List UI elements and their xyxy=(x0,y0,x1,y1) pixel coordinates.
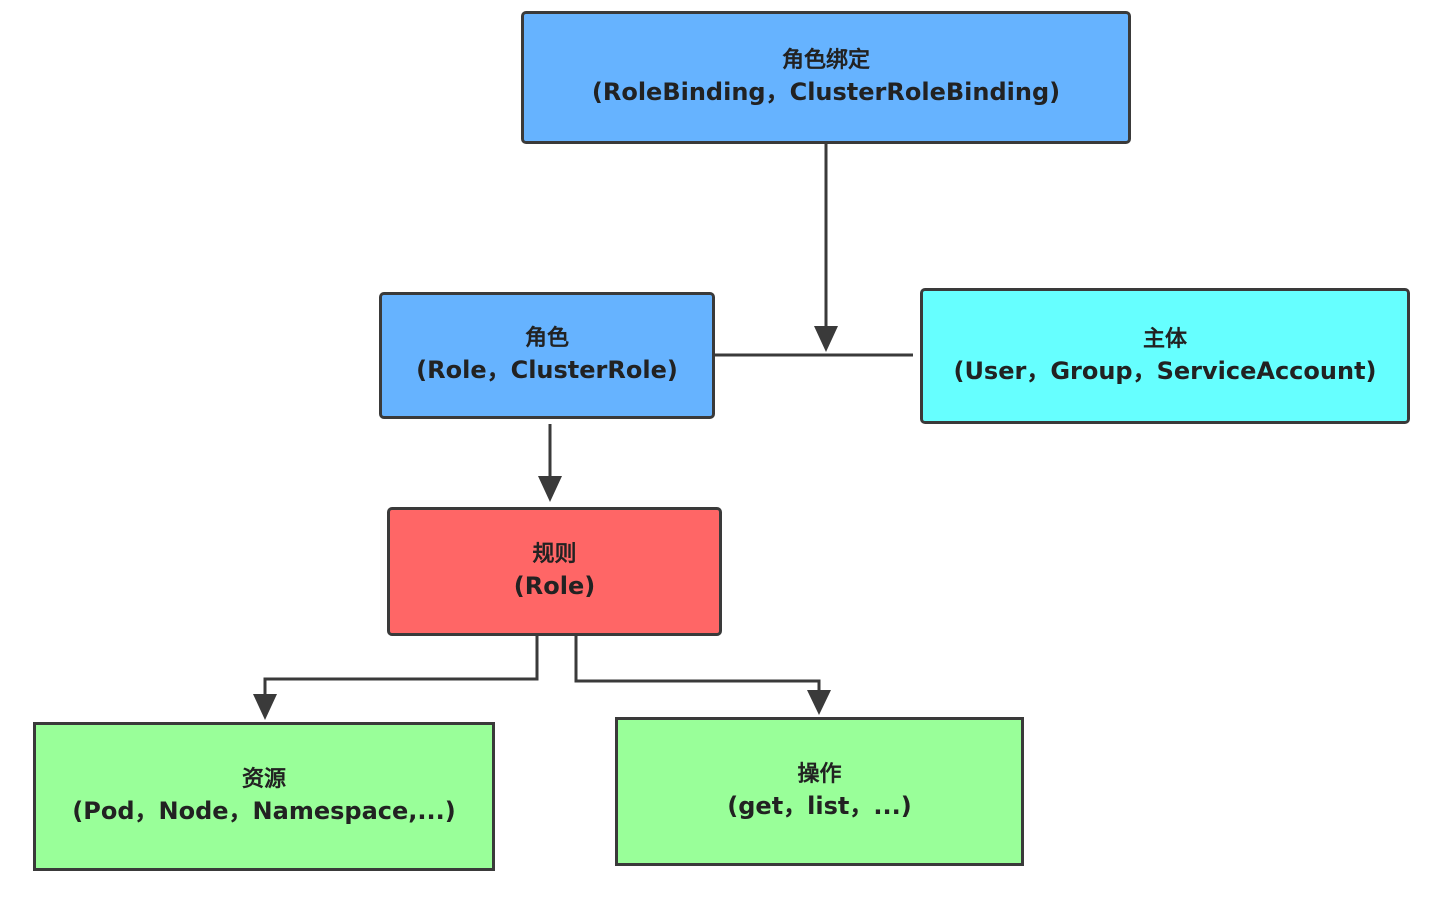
node-subject-subtitle: (User，Group，ServiceAccount) xyxy=(953,356,1377,385)
edge-rule-to-resource xyxy=(263,636,539,698)
arrowhead-binding xyxy=(814,326,838,352)
edge-rule-to-action xyxy=(574,636,821,694)
node-role-binding: 角色绑定 (RoleBinding，ClusterRoleBinding) xyxy=(521,11,1131,144)
arrowhead-rule xyxy=(538,476,562,502)
node-role: 角色 (Role，ClusterRole) xyxy=(379,292,715,419)
arrowhead-action xyxy=(807,690,831,715)
node-role-title: 角色 xyxy=(524,326,569,352)
node-action: 操作 (get，list，...) xyxy=(615,717,1024,866)
node-subject-title: 主体 xyxy=(1142,326,1187,352)
node-subject: 主体 (User，Group，ServiceAccount) xyxy=(920,288,1410,424)
node-rule-subtitle: (Role) xyxy=(513,572,596,601)
node-resource-title: 资源 xyxy=(241,767,286,793)
node-rule: 规则 (Role) xyxy=(387,507,722,636)
node-role-binding-subtitle: (RoleBinding，ClusterRoleBinding) xyxy=(591,78,1061,107)
arrowhead-resource xyxy=(253,694,277,720)
node-action-subtitle: (get，list，...) xyxy=(727,792,912,821)
node-action-title: 操作 xyxy=(797,762,842,788)
node-role-subtitle: (Role，ClusterRole) xyxy=(416,356,678,385)
node-role-binding-title: 角色绑定 xyxy=(781,48,870,74)
node-rule-title: 规则 xyxy=(532,542,577,568)
node-resource: 资源 (Pod，Node，Namespace,...) xyxy=(33,722,495,871)
node-resource-subtitle: (Pod，Node，Namespace,...) xyxy=(72,797,456,826)
